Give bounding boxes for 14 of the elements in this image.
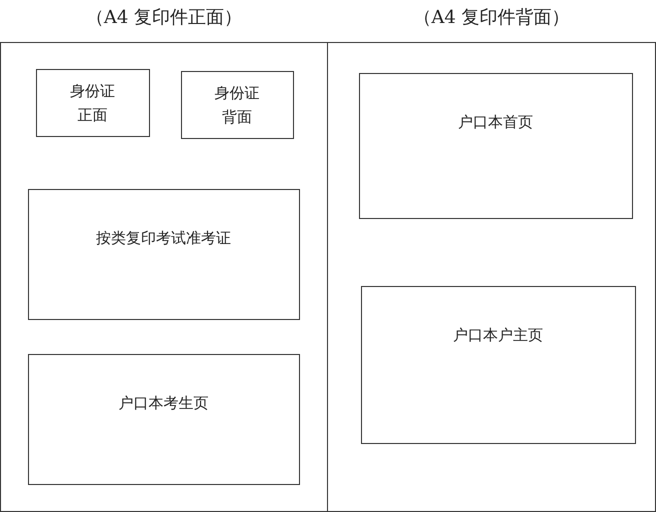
document-box [36,68,150,136]
document-label: 按类复印考试准考证 [96,228,231,248]
document-box [28,354,300,484]
document-box [28,188,300,320]
document-label: 户口本考生页 [118,392,208,414]
panel-heading: （A4 复印件背面） [412,6,571,29]
document-label: 户口本户主页 [453,324,543,346]
panel-heading: （A4 复印件正面） [84,6,244,29]
document-label: 户口本首页 [458,112,533,132]
document-label: 身份证背面 [214,82,260,128]
document-label: 身份证正面 [69,80,116,126]
document-box [360,286,636,444]
document-box [180,70,294,138]
document-box [358,72,632,218]
